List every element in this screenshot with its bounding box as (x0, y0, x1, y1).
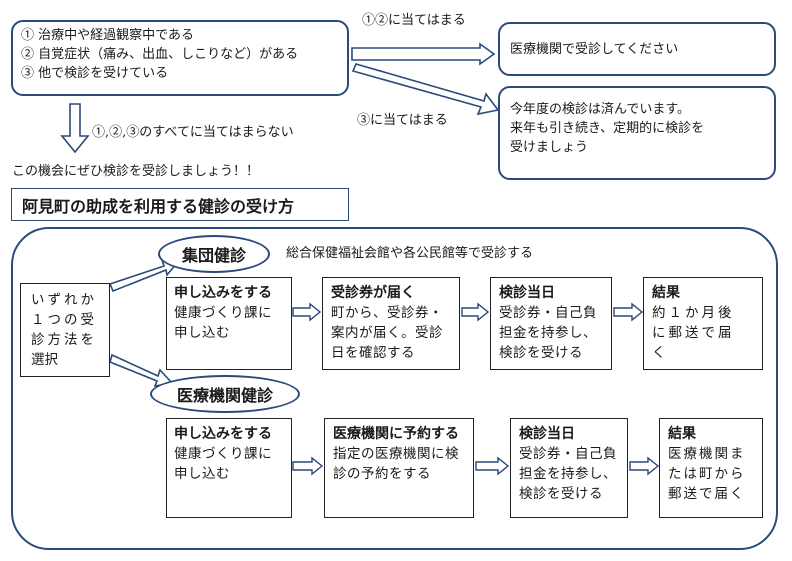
step-text-line: 健康づくり課に (174, 446, 272, 462)
step-text-line: 担金を持参し、 (519, 466, 617, 482)
step-text-line: 検診を受ける (499, 345, 583, 361)
clinic-step-arrows (292, 456, 660, 476)
section-title-box: 阿見町の助成を利用する健診の受け方 (11, 188, 349, 221)
step-text-line: く (652, 345, 666, 361)
step-text-line: 受診券・自己負 (499, 305, 597, 321)
result-3-line-2: 来年も引き続き、定期的に検診を (510, 121, 705, 136)
group-step-result: 結果 約１か月後 に郵送で届 く (643, 277, 763, 370)
step-text-line: 指定の医療機関に検 (333, 446, 459, 462)
step-text-line: 医療機関ま (668, 446, 746, 462)
step-text-line: 担金を持参し、 (499, 325, 597, 341)
step-text-line: 申し込む (174, 325, 230, 341)
step-text-line: 受診券・自己負 (519, 446, 617, 462)
condition-1: ① 治療中や経過観察中である (21, 28, 195, 43)
step-text-line: 健康づくり課に (174, 305, 272, 321)
condition-2: ② 自覚症状（痛み、出血、しこりなど）がある (21, 47, 299, 62)
group-note: 総合保健福祉会館や各公民館等で受診する (286, 246, 534, 261)
branch-12-label: ①②に当てはまる (362, 13, 466, 28)
condition-3: ③ 他で検診を受けている (21, 66, 169, 81)
branch-none-label: ①,②,③のすべてに当てはまらない (92, 125, 294, 140)
clinic-step-result: 結果 医療機関ま たは町から 郵送で届く (659, 418, 763, 518)
step-text-line: 約１か月後 (652, 305, 735, 321)
step-text-line: 診の予約をする (333, 466, 431, 482)
step-text-line: 検診を受ける (519, 486, 603, 502)
step-text-line: 町から、受診券・ (331, 305, 443, 321)
arrow-to-group (108, 259, 180, 293)
choose-line-4: 選択 (31, 352, 58, 368)
arrow-3 (351, 63, 500, 116)
step-title: 検診当日 (499, 285, 555, 301)
result-3-line-1: 今年度の検診は済んでいます。 (510, 102, 691, 117)
choose-line-2: １つの受 (31, 312, 97, 328)
clinic-checkup-label: 医療機関健診 (176, 386, 273, 405)
step-text-line: 申し込む (174, 466, 230, 482)
group-step-day: 検診当日 受診券・自己負 担金を持参し、 検診を受ける (490, 277, 612, 370)
group-step-apply: 申し込みをする 健康づくり課に 申し込む (166, 277, 292, 370)
result-12-text: 医療機関で受診してください (510, 41, 679, 57)
group-checkup-oval: 集団健診 (158, 235, 270, 273)
step-title: 受診券が届く (331, 285, 415, 301)
choose-method-box: いずれか １つの受 診方法を 選択 (20, 283, 110, 377)
step-text-line: 郵送で届く (668, 486, 746, 502)
arrow-down (60, 103, 90, 154)
step-title: 申し込みをする (174, 426, 272, 442)
flow-frame (11, 227, 778, 550)
step-title: 医療機関に予約する (333, 426, 459, 442)
choose-line-3: 診方法を (31, 332, 97, 348)
result-12-box: 医療機関で受診してください (498, 22, 776, 76)
branch-3-label: ③に当てはまる (357, 113, 448, 128)
clinic-step-reserve: 医療機関に予約する 指定の医療機関に検 診の予約をする (324, 418, 474, 518)
step-title: 検診当日 (519, 426, 575, 442)
group-step-ticket: 受診券が届く 町から、受診券・ 案内が届く。受診 日を確認する (322, 277, 460, 370)
step-title: 申し込みをする (174, 285, 272, 301)
step-text-line: に郵送で届 (652, 325, 735, 341)
step-text-line: 案内が届く。受診 (331, 325, 443, 341)
result-3-line-3: 受けましょう (510, 140, 589, 155)
encourage-text: この機会にぜひ検診を受診しましょう！！ (12, 164, 260, 179)
step-text-line: たは町から (668, 466, 746, 482)
result-3-box: 今年度の検診は済んでいます。 来年も引き続き、定期的に検診を 受けましょう (498, 86, 776, 180)
clinic-checkup-oval: 医療機関健診 (150, 375, 300, 413)
clinic-step-apply: 申し込みをする 健康づくり課に 申し込む (166, 418, 292, 518)
step-title: 結果 (652, 285, 680, 301)
choose-line-1: いずれか (31, 292, 97, 308)
clinic-step-day: 検診当日 受診券・自己負 担金を持参し、 検診を受ける (510, 418, 628, 518)
step-text-line: 日を確認する (331, 345, 415, 361)
step-title: 結果 (668, 426, 696, 442)
conditions-box: ① 治療中や経過観察中である ② 自覚症状（痛み、出血、しこりなど）がある ③ … (11, 20, 349, 96)
group-step-arrows (292, 302, 644, 322)
section-title: 阿見町の助成を利用する健診の受け方 (22, 196, 295, 216)
group-checkup-label: 集団健診 (181, 246, 246, 265)
arrow-12 (351, 42, 496, 66)
